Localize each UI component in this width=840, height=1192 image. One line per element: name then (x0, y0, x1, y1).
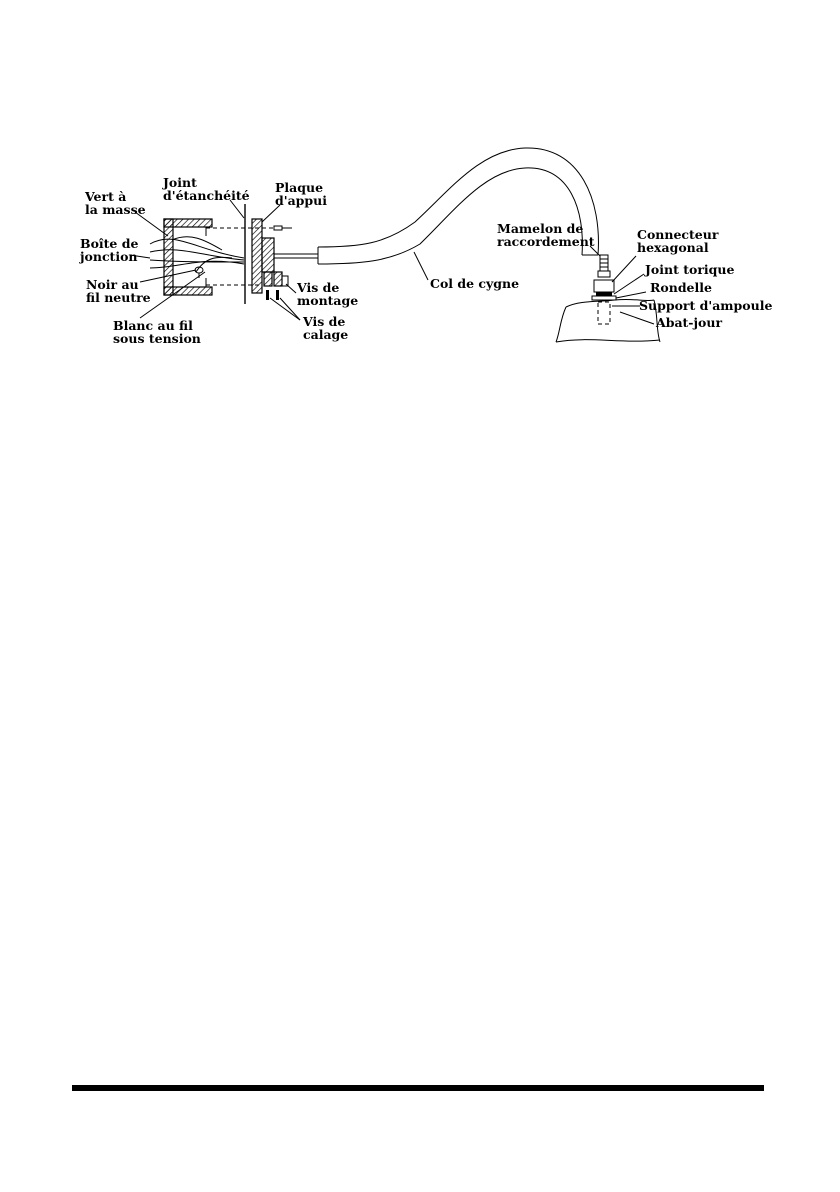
label-noir-au-fil-neutre: Noir au fil neutre (86, 277, 151, 305)
svg-text:hexagonal: hexagonal (637, 240, 709, 255)
label-abat-jour: Abat-jour (655, 315, 722, 330)
svg-text:sous tension: sous tension (113, 331, 201, 346)
lamp-head-fittings (592, 255, 616, 324)
label-joint-etancheite: Joint d'étanchéité (162, 175, 250, 203)
label-plaque-appui: Plaque d'appui (275, 180, 327, 208)
svg-text:fil neutre: fil neutre (86, 290, 151, 305)
svg-text:calage: calage (303, 327, 348, 342)
label-mamelon-de-raccordement: Mamelon de raccordement (497, 221, 595, 249)
svg-text:Support d'ampoule: Support d'ampoule (639, 298, 772, 313)
footer-rule (72, 1085, 764, 1091)
label-support-ampoule: Support d'ampoule (639, 298, 772, 313)
svg-text:jonction: jonction (79, 249, 138, 264)
label-col-de-cygne: Col de cygne (430, 276, 519, 291)
svg-text:la masse: la masse (85, 202, 146, 217)
label-connecteur-hexagonal: Connecteur hexagonal (637, 227, 719, 255)
label-boite-de-jonction: Boîte de jonction (79, 236, 138, 264)
label-vis-de-calage: Vis de calage (302, 314, 348, 342)
svg-text:Rondelle: Rondelle (650, 280, 712, 295)
label-rondelle: Rondelle (650, 280, 712, 295)
svg-text:Col de cygne: Col de cygne (430, 276, 519, 291)
label-vert-a-la-masse: Vert à la masse (84, 189, 146, 217)
svg-text:raccordement: raccordement (497, 234, 595, 249)
label-joint-torique: Joint torique (644, 262, 734, 277)
svg-text:d'appui: d'appui (275, 193, 327, 208)
svg-text:Abat-jour: Abat-jour (655, 315, 722, 330)
set-screws (264, 272, 288, 300)
svg-text:montage: montage (297, 293, 358, 308)
svg-text:Joint torique: Joint torique (644, 262, 734, 277)
svg-text:d'étanchéité: d'étanchéité (163, 188, 250, 203)
label-blanc-au-fil-sous-tension: Blanc au fil sous tension (113, 318, 201, 346)
label-vis-de-montage: Vis de montage (296, 280, 358, 308)
